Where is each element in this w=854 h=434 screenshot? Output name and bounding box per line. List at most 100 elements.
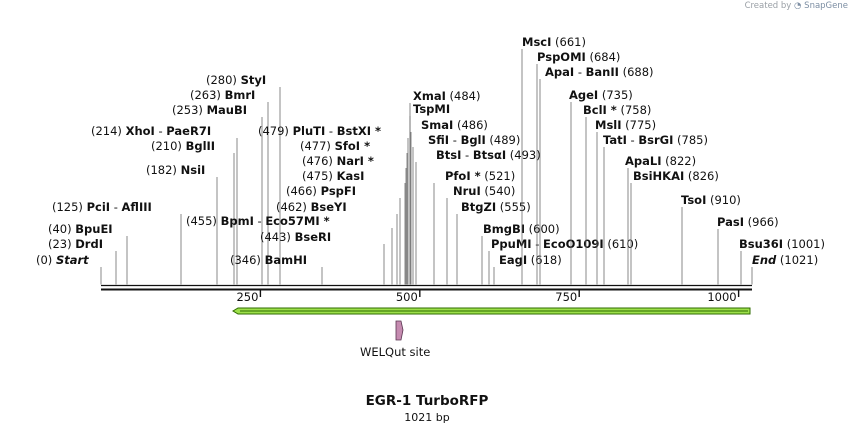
site-label[interactable]: PpuMI - EcoO109I (610) [491, 237, 638, 251]
enzyme-name[interactable]: BmrI [225, 88, 256, 102]
site-label[interactable]: ApaI - BanII (688) [545, 65, 654, 79]
enzyme-name[interactable]: BsrGI [638, 133, 673, 147]
enzyme-name[interactable]: StyI [241, 73, 267, 87]
site-label[interactable]: ApaLI (822) [625, 154, 696, 168]
enzyme-name[interactable]: BanII [586, 65, 619, 79]
site-label[interactable]: EagI (618) [499, 253, 562, 267]
enzyme-name[interactable]: SfoI * [335, 139, 370, 153]
enzyme-name[interactable]: DrdI [75, 237, 103, 251]
enzyme-name[interactable]: SfiI [428, 133, 449, 147]
enzyme-name[interactable]: MscI [522, 35, 551, 49]
enzyme-name[interactable]: BglII [186, 139, 216, 153]
enzyme-name[interactable]: BglI [461, 133, 486, 147]
site-label[interactable]: MscI (661) [522, 35, 586, 49]
enzyme-name[interactable]: BseRI [295, 230, 332, 244]
enzyme-name[interactable]: End [752, 253, 777, 267]
enzyme-name[interactable]: NsiI [181, 163, 206, 177]
site-label[interactable]: (0) Start [36, 253, 89, 267]
enzyme-name[interactable]: PluTI [293, 124, 326, 138]
enzyme-name[interactable]: BamHI [265, 253, 307, 267]
site-position: (182) [146, 163, 181, 177]
enzyme-name[interactable]: SmaI [421, 118, 453, 132]
feature-label[interactable]: WELQut site [360, 345, 431, 359]
site-label[interactable]: PfoI * (521) [445, 169, 515, 183]
site-label[interactable]: BsiHKAI (826) [633, 169, 719, 183]
site-label[interactable]: PspOMI (684) [537, 50, 620, 64]
enzyme-name[interactable]: BclI * [583, 103, 617, 117]
site-label[interactable]: (210) BglII [151, 139, 215, 153]
site-label[interactable]: MslI (775) [595, 118, 656, 132]
site-label[interactable]: BtsI - BtsαI (493) [436, 148, 541, 162]
site-label[interactable]: (182) NsiI [146, 163, 205, 177]
enzyme-name[interactable]: EagI [499, 253, 527, 267]
welqut-site-marker[interactable] [395, 320, 404, 341]
site-label[interactable]: (475) KasI [302, 169, 364, 183]
site-position: (775) [622, 118, 657, 132]
site-label[interactable]: (23) DrdI [48, 237, 103, 251]
enzyme-name[interactable]: BstXI * [337, 124, 381, 138]
site-label[interactable]: (443) BseRI [260, 230, 331, 244]
site-label[interactable]: SfiI - BglI (489) [428, 133, 520, 147]
enzyme-name[interactable]: BtgZI [461, 200, 496, 214]
site-label[interactable]: BclI * (758) [583, 103, 651, 117]
enzyme-name[interactable]: Start [56, 253, 89, 267]
enzyme-name[interactable]: NarI * [337, 154, 374, 168]
site-label[interactable]: (125) PciI - AflIII [52, 200, 152, 214]
site-label[interactable]: NruI (540) [453, 184, 515, 198]
enzyme-name[interactable]: BtsαI [473, 148, 506, 162]
site-label[interactable]: Bsu36I (1001) [739, 237, 825, 251]
enzyme-name[interactable]: PpuMI [491, 237, 532, 251]
site-label[interactable]: BtgZI (555) [461, 200, 531, 214]
site-label[interactable]: (477) SfoI * [300, 139, 370, 153]
site-label[interactable]: (263) BmrI [190, 88, 255, 102]
enzyme-name[interactable]: PciI [87, 200, 110, 214]
site-label[interactable]: (40) BpuEI [48, 222, 113, 236]
enzyme-name[interactable]: AgeI [569, 88, 598, 102]
enzyme-name[interactable]: BseYI [311, 200, 347, 214]
site-label[interactable]: (346) BamHI [230, 253, 307, 267]
enzyme-name[interactable]: PfoI * [445, 169, 481, 183]
enzyme-name[interactable]: EcoO109I [543, 237, 604, 251]
enzyme-name[interactable]: TsoI [681, 193, 706, 207]
enzyme-name[interactable]: NruI [453, 184, 481, 198]
site-label[interactable]: (462) BseYI [276, 200, 347, 214]
enzyme-name[interactable]: PaeR7I [166, 124, 211, 138]
enzyme-name[interactable]: BmgBI [483, 222, 525, 236]
site-label[interactable]: TspMI [413, 102, 450, 116]
site-label[interactable]: (479) PluTI - BstXI * [258, 124, 381, 138]
site-label[interactable]: (455) BpmI - Eco57MI * [186, 214, 330, 228]
enzyme-name[interactable]: XmaI [413, 89, 446, 103]
enzyme-name[interactable]: PasI [717, 215, 744, 229]
site-label[interactable]: (214) XhoI - PaeR7I [91, 124, 211, 138]
site-label[interactable]: TsoI (910) [681, 193, 741, 207]
enzyme-name[interactable]: MslI [595, 118, 622, 132]
enzyme-name[interactable]: BpmI [221, 214, 254, 228]
enzyme-name[interactable]: PspFI [321, 184, 356, 198]
enzyme-name[interactable]: BtsI [436, 148, 461, 162]
enzyme-name[interactable]: BpuEI [75, 222, 112, 236]
site-label[interactable]: PasI (966) [717, 215, 779, 229]
site-label[interactable]: (253) MauBI [172, 103, 247, 117]
enzyme-name[interactable]: ApaLI [625, 154, 662, 168]
isoschizomer-dash: - [574, 65, 585, 79]
enzyme-name[interactable]: ApaI [545, 65, 574, 79]
site-label[interactable]: AgeI (735) [569, 88, 633, 102]
site-label[interactable]: XmaI (484) [413, 89, 480, 103]
site-label[interactable]: (280) StyI [206, 73, 266, 87]
enzyme-name[interactable]: Bsu36I [739, 237, 783, 251]
enzyme-name[interactable]: PspOMI [537, 50, 586, 64]
site-label[interactable]: BmgBI (600) [483, 222, 560, 236]
enzyme-name[interactable]: KasI [337, 169, 365, 183]
enzyme-name[interactable]: TatI [603, 133, 627, 147]
enzyme-name[interactable]: BsiHKAI [633, 169, 684, 183]
site-label[interactable]: TatI - BsrGI (785) [603, 133, 708, 147]
site-label[interactable]: End (1021) [752, 253, 818, 267]
enzyme-name[interactable]: XhoI [126, 124, 155, 138]
site-label[interactable]: (476) NarI * [302, 154, 374, 168]
enzyme-name[interactable]: MauBI [207, 103, 247, 117]
site-label[interactable]: SmaI (486) [421, 118, 488, 132]
enzyme-name[interactable]: TspMI [413, 102, 450, 116]
site-label[interactable]: (466) PspFI [286, 184, 356, 198]
enzyme-name[interactable]: AflIII [122, 200, 152, 214]
enzyme-name[interactable]: Eco57MI * [265, 214, 329, 228]
